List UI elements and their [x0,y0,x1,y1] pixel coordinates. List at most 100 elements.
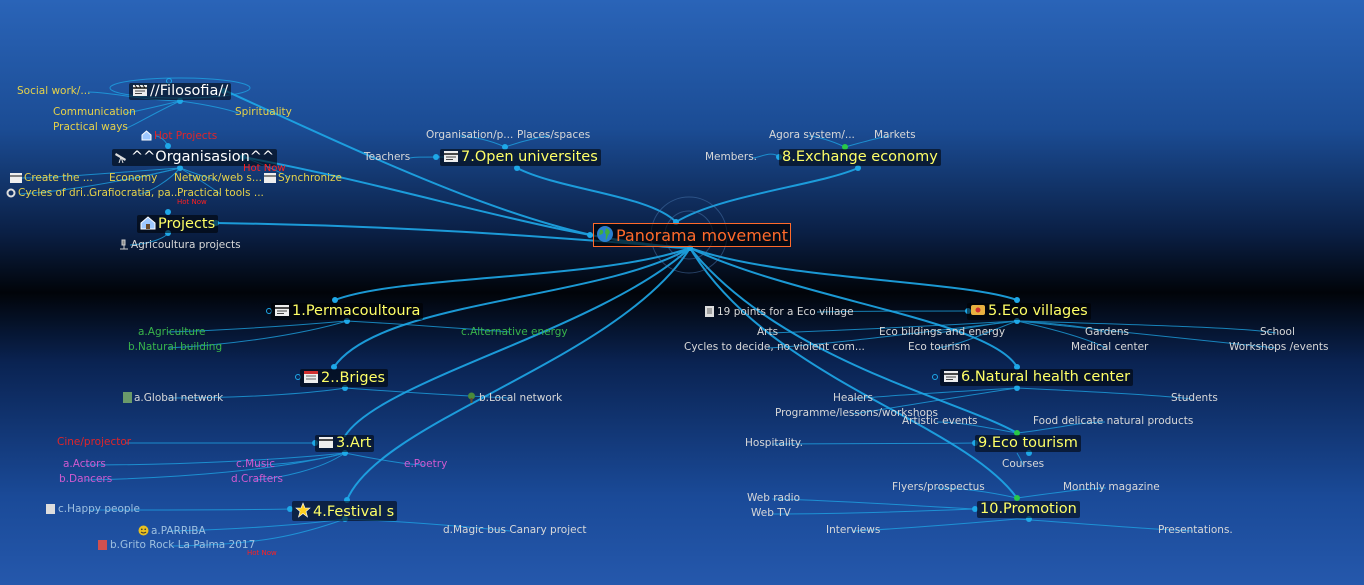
branch-knob[interactable] [1014,297,1020,303]
branch-knob[interactable] [1014,364,1020,370]
node-promotion[interactable]: 10.Promotion [977,501,1080,518]
branch-knob[interactable] [342,450,348,456]
node-briges[interactable]: 2..Briges [300,369,389,387]
node-dancers[interactable]: b.Dancers [59,473,113,485]
node-hot-projects[interactable]: Hot Projects [141,130,217,142]
node-cycles-decide[interactable]: Cycles to decide, no violent com... [684,341,865,353]
branch-knob[interactable] [587,232,593,238]
node-natural-health[interactable]: 6.Natural health center [940,369,1134,386]
branch-knob[interactable] [177,98,183,104]
node-practical-tools[interactable]: Practical tools ... [177,187,264,199]
node-grito-rock[interactable]: b.Grito Rock La Palma 2017 [98,540,255,551]
node-gardens[interactable]: Gardens [1085,326,1129,338]
node-web-radio[interactable]: Web radio [747,492,800,504]
node-agriculture[interactable]: a.Agriculture [138,326,206,338]
collapse-knob[interactable] [932,374,938,380]
node-19-points[interactable]: 19 points for a Eco village [705,306,854,318]
node-eco-bildings[interactable]: Eco bildings and energy [879,326,1006,338]
node-medical-center[interactable]: Medical center [1071,341,1149,353]
node-food[interactable]: Food delicate natural products [1033,415,1194,427]
branch-knob[interactable] [1026,450,1032,456]
node-music[interactable]: c.Music [236,458,275,470]
node-interviews[interactable]: Interviews [826,524,881,536]
branch-knob[interactable] [972,506,978,512]
node-global-network[interactable]: a.Global network [123,392,223,404]
node-programme[interactable]: Programme/lessons/workshops [775,407,939,419]
node-cine-projector[interactable]: Cine/projector [57,436,132,448]
node-local-network[interactable]: b.Local network [466,392,562,404]
node-natural-building[interactable]: b.Natural building [128,341,223,353]
node-hospitality[interactable]: Hospitality. [745,437,803,449]
node-magic-bus[interactable]: d.Magic bus Canary project [443,524,587,536]
node-eco-tourism[interactable]: 9.Eco tourism [975,435,1081,452]
node-projects[interactable]: Projects [137,215,219,233]
node-workshops[interactable]: Workshops /events [1229,341,1329,353]
node-create[interactable]: Create the ... [10,173,93,184]
branch-knob[interactable] [1014,495,1020,501]
branch-knob[interactable] [342,385,348,391]
branch-knob[interactable] [287,506,293,512]
node-exchange-economy[interactable]: 8.Exchange economy [779,149,941,166]
node-places-spaces[interactable]: Places/spaces [517,129,591,141]
branch-knob[interactable] [1014,385,1020,391]
branch-knob[interactable] [842,144,848,150]
node-open-universites[interactable]: 7.Open universites [440,149,601,166]
node-courses[interactable]: Courses [1002,458,1045,470]
node-presentations[interactable]: Presentations. [1158,524,1233,536]
node-art[interactable]: 3.Art [315,435,375,452]
node-students[interactable]: Students [1171,392,1218,404]
node-eco-villages[interactable]: 5.Eco villages [967,303,1091,320]
node-arts[interactable]: Arts [757,326,779,338]
branch-knob[interactable] [687,245,693,251]
node-web-tv[interactable]: Web TV [751,507,791,519]
node-spirituality[interactable]: Spirituality [235,106,292,118]
node-artistic-events[interactable]: Artistic events [902,415,978,427]
node-crafters[interactable]: d.Crafters [231,473,283,485]
node-synchronize[interactable]: Synchronize [264,173,342,184]
node-monthly-magazine[interactable]: Monthly magazine [1063,481,1160,493]
branch-knob[interactable] [344,318,350,324]
node-parriba[interactable]: a.PARRIBA [138,525,206,537]
branch-knob[interactable] [1014,318,1020,324]
branch-knob[interactable] [177,165,183,171]
node-practical-ways[interactable]: Practical ways [53,121,128,133]
node-markets[interactable]: Markets [874,129,916,141]
branch-knob[interactable] [344,497,350,503]
node-agora[interactable]: Agora system/... [769,129,855,141]
node-organisation[interactable]: Organisation/p... [426,129,514,141]
node-actors[interactable]: a.Actors [63,458,106,470]
node-healers[interactable]: Healers [833,392,873,404]
root-node[interactable]: Panorama movement [593,223,792,247]
branch-knob[interactable] [673,219,679,225]
node-happy-people[interactable]: c.Happy people [46,504,140,515]
branch-knob[interactable] [165,209,171,215]
node-alternative-energy[interactable]: c.Alternative energy [461,326,568,338]
node-eco-tourism-sub[interactable]: Eco tourism [908,341,971,353]
branch-knob[interactable] [332,297,338,303]
node-organisasion[interactable]: ^^Organisasion^^ [112,149,278,166]
node-communication[interactable]: Communication [53,106,136,118]
node-festivals[interactable]: 4.Festival s [292,501,398,521]
node-agricoultura[interactable]: Agricoultura projects [119,239,241,251]
branch-knob[interactable] [165,230,171,236]
node-flyers[interactable]: Flyers/prospectus [892,481,985,493]
node-grafiocratia[interactable]: Grafiocratia, pa... [89,187,181,199]
node-cycles[interactable]: Cycles of dri... [6,188,93,199]
branch-knob[interactable] [1014,430,1020,436]
branch-knob[interactable] [331,364,337,370]
node-school[interactable]: School [1260,326,1295,338]
node-teachers[interactable]: Teachers [364,151,411,163]
branch-knob[interactable] [502,144,508,150]
node-filosofia[interactable]: //Filosofia// [129,83,232,100]
branch-knob[interactable] [855,165,861,171]
node-network[interactable]: Network/web s... [174,172,262,184]
branch-knob[interactable] [1026,516,1032,522]
node-social-work[interactable]: Social work/... [17,85,91,97]
branch-knob[interactable] [165,143,171,149]
node-members[interactable]: Members. [705,151,757,163]
node-poetry[interactable]: e.Poetry [404,458,448,470]
branch-knob[interactable] [514,165,520,171]
node-economy[interactable]: Economy [109,172,158,184]
node-permacoultoura[interactable]: 1.Permacoultoura [271,303,424,320]
branch-knob[interactable] [433,154,439,160]
